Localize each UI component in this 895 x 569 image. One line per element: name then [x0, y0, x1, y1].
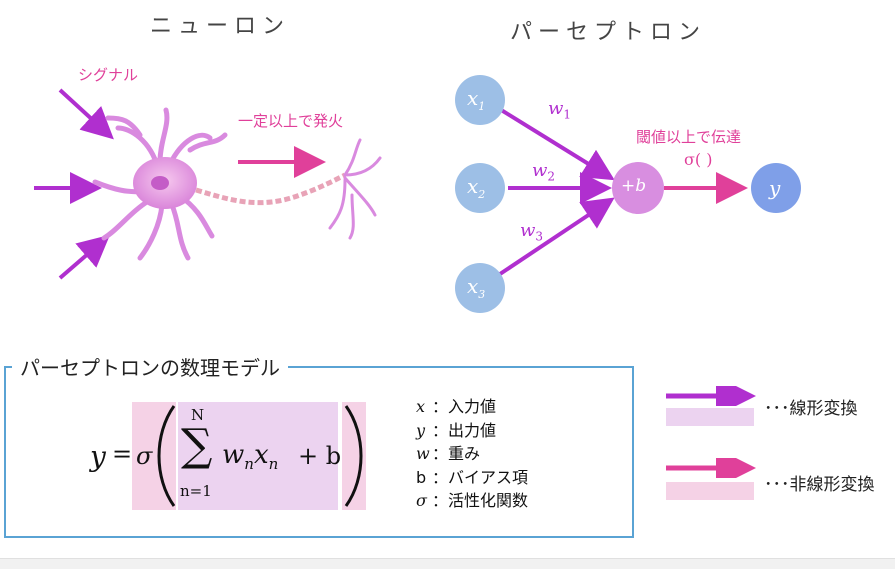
- threshold-label: 閾値以上で伝達: [636, 128, 742, 146]
- nucleus: [151, 176, 169, 190]
- formula-plus-b: + b: [298, 442, 342, 470]
- output-label: y: [769, 176, 781, 200]
- variable-w: w：重み: [416, 444, 481, 463]
- formula-lhs: y: [90, 440, 106, 473]
- variable-list: x：入力値 y：出力値 w：重み b：バイアス項 σ：活性化関数: [416, 395, 528, 513]
- math-model-box: [4, 366, 634, 538]
- formula-left-paren: [157, 405, 176, 507]
- input-node-1: [455, 75, 505, 125]
- activation-label: σ( ): [684, 150, 713, 169]
- output-node: [751, 163, 801, 213]
- input-node-2: [455, 163, 505, 213]
- legend-nonlinear-text: ･･･非線形変換: [764, 475, 875, 495]
- signal-arrow-1: [58, 88, 114, 140]
- input-label-3: x3: [467, 274, 486, 301]
- weight-label-1: w1: [548, 98, 572, 122]
- formula-eq: =: [112, 440, 133, 468]
- input-label-2: x2: [467, 174, 486, 201]
- formula-sum-symbol: ∑: [181, 420, 213, 471]
- sum-node: [612, 162, 664, 214]
- input-node-3: [455, 263, 505, 313]
- axon: [195, 172, 347, 206]
- activation-highlight: [132, 402, 176, 510]
- input-label-1: x1: [467, 86, 486, 113]
- variable-b: b：バイアス項: [416, 467, 529, 487]
- variable-sigma: σ：活性化関数: [416, 491, 529, 510]
- legend-nonlinear-fill: [666, 482, 754, 500]
- neuron-title: ニューロン: [150, 14, 291, 39]
- math-model-title: パーセプトロンの数理モデル: [12, 352, 288, 381]
- legend-linear-fill: [666, 408, 754, 426]
- sum-label: +b: [621, 176, 647, 196]
- formula-sigma: σ: [136, 442, 153, 470]
- legend-linear-text: ･･･線形変換: [764, 399, 858, 419]
- perceptron-title: パーセプトロン: [510, 20, 707, 45]
- signal-arrow-3: [58, 234, 111, 280]
- linear-highlight: [178, 402, 338, 510]
- formula-right-paren: [344, 405, 363, 507]
- formula-term: wnxn: [222, 440, 279, 474]
- weight-label-3: w3: [520, 220, 544, 244]
- legend-nonlinear-arrow: [666, 458, 756, 478]
- formula-sum-top: N: [191, 406, 205, 424]
- formula-sum-bottom: n=1: [180, 482, 212, 500]
- legend-linear-arrow: [666, 386, 756, 406]
- variable-y: y：出力値: [416, 420, 497, 440]
- variable-x: x：入力値: [416, 397, 497, 416]
- weight-edge-1: [496, 106, 615, 181]
- perceptron-diagram: [455, 75, 801, 313]
- axon-terminals: [328, 138, 382, 240]
- fire-label: 一定以上で発火: [238, 112, 344, 130]
- signal-label: シグナル: [78, 66, 139, 84]
- weight-label-2: w2: [532, 160, 556, 184]
- weight-edge-3: [498, 197, 615, 276]
- footer-bar: [0, 558, 895, 569]
- neuron-illustration: [34, 88, 382, 280]
